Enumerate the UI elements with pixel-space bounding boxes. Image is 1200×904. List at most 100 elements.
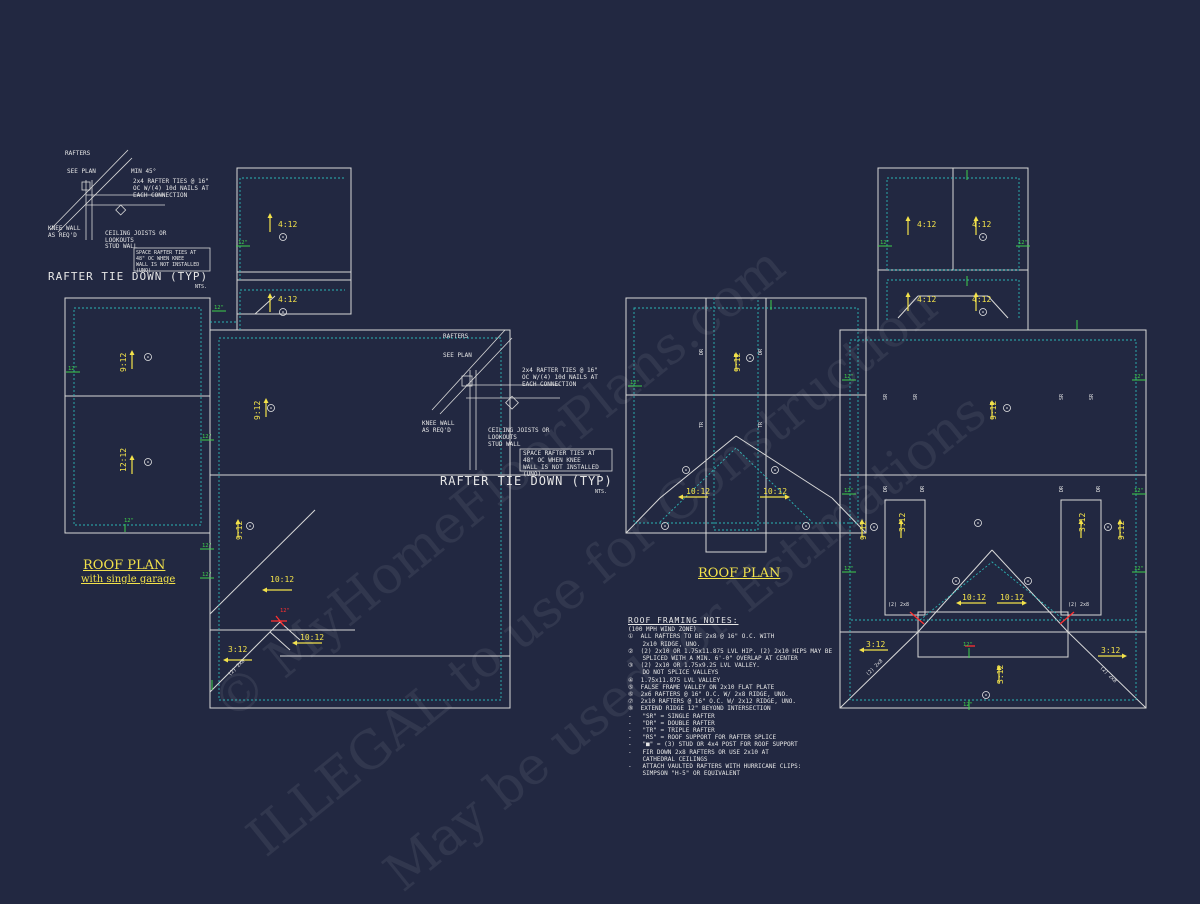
roof-framing-notes: ROOF FRAMING NOTES: (100 MPH WIND ZONE)①…: [628, 616, 878, 777]
dimension-label: 12": [1018, 240, 1028, 246]
note-line: ③ (2) 2x10 OR 1.75x9.25 LVL VALLEY.: [628, 662, 760, 670]
detail-small-see-plan: SEE PLAN: [67, 168, 96, 175]
rafter-code: SR: [883, 393, 889, 400]
pitch-label: 9:12: [1117, 521, 1126, 540]
dimension-label: 12": [844, 374, 854, 380]
rafter-code: TR: [699, 421, 705, 428]
note-line: ④ 1.75x11.875 LVL VALLEY: [628, 676, 721, 684]
dimension-label: 12": [1134, 566, 1144, 572]
note-line: SPLICED WITH A MIN. 6'-0" OVERLAP AT CEN…: [628, 655, 798, 663]
pitch-label: 10:12: [300, 633, 324, 642]
dimension-ticks: [66, 170, 1146, 710]
detail-small-rafter-ties: 2x4 RAFTER TIES @ 16" OC W/(4) 10d NAILS…: [133, 178, 209, 199]
dimension-label: 12": [68, 366, 78, 372]
pitch-arrows: [128, 212, 1127, 685]
dimension-label: 12": [124, 518, 134, 524]
pitch-label: 4:12: [278, 295, 297, 304]
dimension-label: 12": [238, 240, 248, 246]
pitch-label: 9:12: [119, 353, 128, 372]
pitch-label: 10:12: [1000, 593, 1024, 602]
note-line: ⑧ EXTEND RIDGE 12" BEYOND INTERSECTION: [628, 705, 771, 713]
rafter-code: DR: [883, 485, 889, 492]
pitch-label: 3:12: [228, 645, 247, 654]
pitch-label: 4:12: [972, 295, 991, 304]
note-line: ⑦ 2x10 RAFTERS @ 16" O.C. W/ 2x12 RIDGE,…: [628, 698, 796, 706]
pitch-label: 3:12: [1078, 513, 1087, 532]
pitch-label: 9:12: [253, 401, 262, 420]
rafter-code: TR: [758, 421, 764, 428]
pitch-label: 9:12: [859, 521, 868, 540]
hip-label: (2) 2x8: [888, 602, 909, 608]
pitch-label: 9:12: [235, 521, 244, 540]
dimension-label-red: 12": [280, 608, 290, 614]
note-line: ⑤ FALSE FRAME VALLEY ON 2x10 FLAT PLATE: [628, 683, 775, 691]
pitch-label: 9:12: [989, 401, 998, 420]
rafter-code: DR: [699, 348, 705, 355]
dimension-label: 12": [844, 488, 854, 494]
pitch-label: 3:12: [996, 665, 1005, 684]
detail-large-rafter-ties: 2x4 RAFTER TIES @ 16" OC W/(4) 10d NAILS…: [522, 367, 598, 388]
note-line: 2x10 RIDGE, UNO.: [628, 640, 701, 648]
pitch-label: 10:12: [270, 575, 294, 584]
detail-large-see-plan: SEE PLAN: [443, 352, 472, 359]
note-line: DO NOT SPLICE VALLEYS: [628, 669, 719, 677]
right-plan-title: ROOF PLAN: [698, 566, 781, 581]
pitch-label: 12:12: [119, 448, 128, 472]
dimension-label: 12": [963, 642, 973, 648]
detail-large-ceiling-joists: CEILING JOISTS OR LOOKOUTS: [488, 427, 550, 441]
red-marks: [271, 611, 1075, 647]
left-plan-subtitle: with single garage: [81, 574, 176, 585]
detail-small-linework: [49, 149, 211, 272]
hip-label: (2) 2x8: [1099, 665, 1118, 684]
dimension-label: 12": [214, 305, 224, 311]
detail-large-stud-wall: STUD WALL: [488, 441, 521, 448]
pitch-label: 4:12: [917, 295, 936, 304]
rafter-code: DR: [1059, 485, 1065, 492]
detail-small-min45: MIN 45°: [131, 168, 157, 175]
rafter-code: SR: [913, 393, 919, 400]
rafter-code: SR: [1089, 393, 1095, 400]
notes-heading: ROOF FRAMING NOTES:: [628, 616, 739, 625]
dimension-label: 12": [202, 543, 212, 549]
pitch-label: 4:12: [972, 220, 991, 229]
dimension-label: 12": [630, 380, 640, 386]
rafter-code: SR: [1059, 393, 1065, 400]
detail-large-title: RAFTER TIE DOWN (TYP): [440, 474, 613, 488]
note-line: ② (2) 2x10 OR 1.75x11.875 LVL HIP. (2) 2…: [628, 647, 833, 655]
dimension-label: 12": [202, 572, 212, 578]
note-line: - "DR" = DOUBLE RAFTER: [628, 719, 715, 727]
left-roof-plan: [64, 167, 600, 709]
pitch-label: 3:12: [866, 640, 885, 649]
dimension-label: 12": [1134, 488, 1144, 494]
pitch-label: 3:12: [1101, 646, 1120, 655]
pitch-label: 4:12: [917, 220, 936, 229]
rafter-code: DR: [758, 348, 764, 355]
detail-small-space-note: SPACE RAFTER TIES AT 48" OC WHEN KNEE WA…: [136, 250, 200, 274]
note-line: SIMPSON "H-5" OR EQUIVALENT: [628, 770, 740, 778]
pitch-label: 9:12: [733, 353, 742, 372]
note-line: - "TR" = TRIPLE RAFTER: [628, 727, 715, 735]
note-line: - "SR" = SINGLE RAFTER: [628, 712, 715, 720]
detail-small-nts: NTS.: [195, 284, 208, 290]
detail-small-knee-wall: KNEE WALL AS REQ'D: [48, 225, 81, 239]
dimension-label: 12": [1134, 374, 1144, 380]
pitch-label: 10:12: [962, 593, 986, 602]
detail-large-linework: [431, 329, 613, 472]
detail-large-knee-wall: KNEE WALL AS REQ'D: [422, 420, 455, 434]
dimension-label: 12": [880, 240, 890, 246]
notes-lines: (100 MPH WIND ZONE)① ALL RAFTERS TO BE 2…: [628, 626, 878, 777]
detail-small-title: RAFTER TIE DOWN (TYP): [48, 270, 209, 283]
note-line: (100 MPH WIND ZONE): [628, 626, 697, 634]
detail-large-rafters: RAFTERS: [443, 333, 469, 340]
detail-large-space-note: SPACE RAFTER TIES AT 48" OC WHEN KNEE WA…: [523, 450, 599, 478]
hip-label: (2) 2x8: [1068, 602, 1089, 608]
note-line: - "RS" = ROOF SUPPORT FOR RAFTER SPLICE: [628, 734, 777, 742]
note-line: - ATTACH VAULTED RAFTERS WITH HURRICANE …: [628, 763, 802, 771]
detail-small-rafters: RAFTERS: [65, 150, 91, 157]
dimension-label: 12": [963, 702, 973, 708]
rafter-code: DR: [920, 485, 926, 492]
pitch-label: 10:12: [763, 487, 787, 496]
